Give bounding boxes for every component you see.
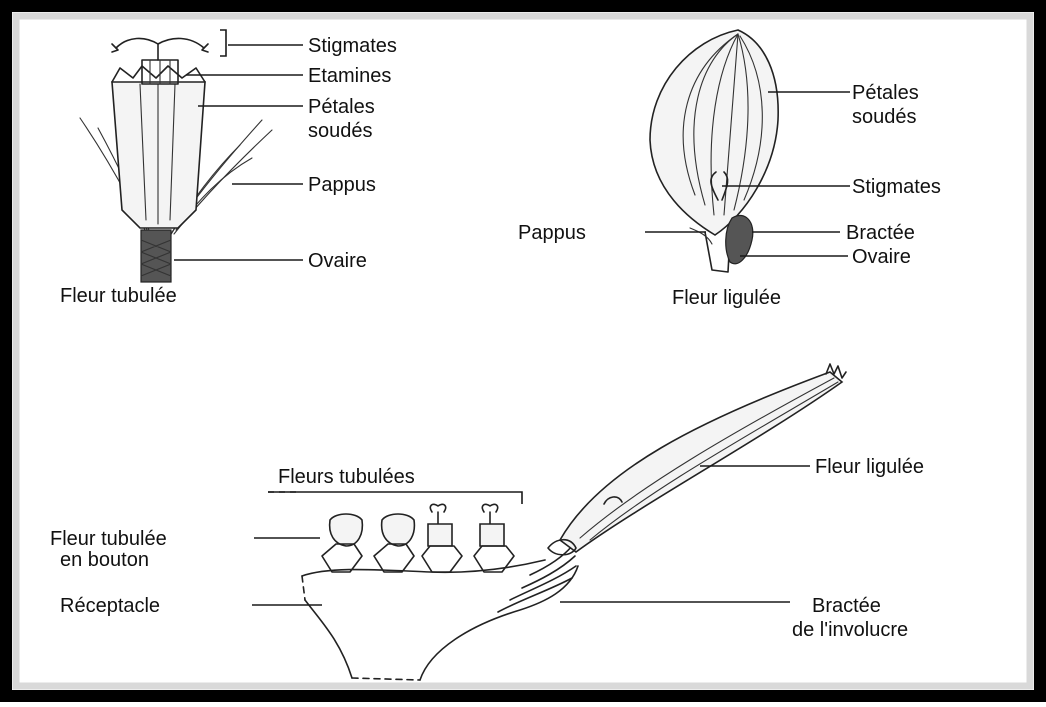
label-receptacle: Réceptacle [60, 595, 160, 617]
label-fleur-bouton-2: en bouton [60, 549, 149, 571]
caption-fleur-tubulee: Fleur tubulée [60, 285, 177, 307]
label-fleur-bouton-1: Fleur tubulée [50, 528, 167, 550]
label-stigmates-ligulate: Stigmates [852, 176, 941, 198]
label-soudes-tubular: soudés [308, 120, 373, 142]
label-fleur-ligulee-head: Fleur ligulée [815, 456, 924, 478]
label-ovaire-tubular: Ovaire [308, 250, 367, 272]
label-petales-ligulate: Pétales [852, 82, 919, 104]
label-bractee-involucre-2: de l'involucre [792, 619, 908, 641]
label-petales-tubular: Pétales [308, 96, 375, 118]
label-bractee-involucre-1: Bractée [812, 595, 881, 617]
label-ovaire-ligulate: Ovaire [852, 246, 911, 268]
caption-fleur-ligulee: Fleur ligulée [672, 287, 781, 309]
label-pappus-ligulate: Pappus [518, 222, 586, 244]
label-stigmates-tubular: Stigmates [308, 35, 397, 57]
label-soudes-ligulate: soudés [852, 106, 917, 128]
label-fleurs-tubulees: Fleurs tubulées [278, 466, 415, 488]
label-pappus-tubular: Pappus [308, 174, 376, 196]
label-bractee-ligulate: Bractée [846, 222, 915, 244]
label-etamines: Etamines [308, 65, 391, 87]
